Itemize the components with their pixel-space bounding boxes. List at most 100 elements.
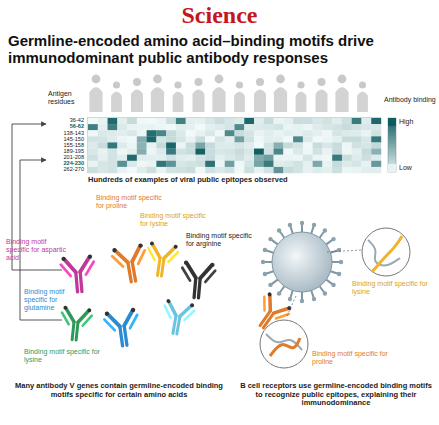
heatmap-cell bbox=[303, 118, 313, 124]
heatmap-cell bbox=[205, 130, 215, 136]
heatmap-cell bbox=[293, 155, 303, 161]
heatmap-cell bbox=[156, 136, 166, 142]
heatmap-cell bbox=[137, 124, 147, 130]
heatmap-cell bbox=[244, 136, 254, 142]
heatmap-cell bbox=[147, 149, 157, 155]
person-body bbox=[131, 90, 143, 113]
heatmap-cell bbox=[313, 130, 323, 136]
person-head bbox=[297, 81, 304, 88]
heatmap-cell bbox=[88, 124, 98, 130]
heatmap-cell bbox=[274, 161, 284, 167]
heatmap-cell bbox=[137, 167, 147, 173]
heatmap-cell bbox=[332, 167, 342, 173]
heatmap-cell bbox=[166, 118, 176, 124]
heatmap-cell bbox=[361, 142, 371, 148]
heatmap-cell bbox=[303, 142, 313, 148]
heatmap-cell bbox=[235, 155, 245, 161]
heatmap-cell bbox=[88, 167, 98, 173]
heatmap-cell bbox=[98, 130, 108, 136]
residue-label: 224-230 bbox=[50, 161, 84, 167]
heatmap-cell bbox=[225, 155, 235, 161]
heatmap-cell bbox=[176, 142, 186, 148]
heatmap-cell bbox=[274, 130, 284, 136]
heatmap-cell bbox=[215, 136, 225, 142]
heatmap-cell bbox=[322, 167, 332, 173]
heatmap-cell bbox=[322, 161, 332, 167]
person-body bbox=[89, 87, 102, 112]
heatmap-cell bbox=[235, 118, 245, 124]
heatmap-cell bbox=[108, 142, 118, 148]
text-label: Binding motif specific for lysine bbox=[352, 280, 436, 296]
heatmap-cell bbox=[166, 142, 176, 148]
heatmap-cell bbox=[108, 167, 118, 173]
person-head bbox=[215, 75, 224, 84]
heatmap-cell bbox=[117, 155, 127, 161]
residue-label: 262-270 bbox=[50, 167, 84, 173]
heatmap-cell bbox=[137, 142, 147, 148]
heatmap-cell bbox=[352, 161, 362, 167]
heatmap-cell bbox=[254, 118, 264, 124]
heatmap-cell bbox=[322, 149, 332, 155]
person-head bbox=[133, 78, 141, 86]
heatmap-cell bbox=[361, 149, 371, 155]
heatmap-cell bbox=[293, 124, 303, 130]
journal-logo: Science bbox=[0, 2, 439, 30]
heatmap-cell bbox=[108, 118, 118, 124]
heatmap-cell bbox=[313, 161, 323, 167]
inset-details bbox=[266, 236, 402, 356]
heatmap-cell bbox=[361, 136, 371, 142]
residue-label: 145-150 bbox=[50, 137, 84, 143]
person-body bbox=[193, 90, 205, 113]
heatmap-cell bbox=[117, 167, 127, 173]
heatmap-cell bbox=[186, 124, 196, 130]
heatmap-cell bbox=[322, 142, 332, 148]
heatmap-cell bbox=[371, 130, 381, 136]
heatmap-cell bbox=[225, 149, 235, 155]
heatmap-cell bbox=[127, 167, 137, 173]
heatmap-cell bbox=[195, 149, 205, 155]
heatmap-cell bbox=[117, 130, 127, 136]
heatmap-cell bbox=[127, 155, 137, 161]
antibody bbox=[111, 243, 150, 284]
person-body bbox=[316, 90, 328, 113]
heatmap-cell bbox=[244, 142, 254, 148]
legend-swatch bbox=[388, 118, 396, 126]
antibody bbox=[59, 306, 92, 342]
person-head bbox=[256, 78, 264, 86]
heatmap-cell bbox=[235, 136, 245, 142]
text-label: Binding motif specific for aspartic acid bbox=[6, 238, 66, 262]
heatmap bbox=[88, 118, 381, 173]
heatmap-cell bbox=[332, 124, 342, 130]
heatmap-cell bbox=[147, 161, 157, 167]
heatmap-cell bbox=[215, 167, 225, 173]
heatmap-cell bbox=[137, 161, 147, 167]
heatmap-cell bbox=[254, 142, 264, 148]
heatmap-cell bbox=[215, 124, 225, 130]
heatmap-cell bbox=[361, 167, 371, 173]
heatmap-cell bbox=[88, 149, 98, 155]
heatmap-cell bbox=[88, 130, 98, 136]
heatmap-cell bbox=[117, 161, 127, 167]
heatmap-cell bbox=[254, 130, 264, 136]
heatmap-cell bbox=[88, 155, 98, 161]
text-label: Binding motif specific for proline bbox=[312, 350, 396, 366]
heatmap-cell bbox=[274, 155, 284, 161]
heatmap-cell bbox=[195, 136, 205, 142]
heatmap-cell bbox=[322, 118, 332, 124]
heatmap-cell bbox=[332, 136, 342, 142]
heatmap-cell bbox=[98, 161, 108, 167]
heatmap-cell bbox=[205, 161, 215, 167]
heatmap-cell bbox=[332, 155, 342, 161]
heatmap-cell bbox=[186, 167, 196, 173]
lysine-inset bbox=[362, 228, 410, 276]
heatmap-cell bbox=[264, 142, 274, 148]
person-head bbox=[318, 78, 326, 86]
heatmap-cell bbox=[205, 167, 215, 173]
heatmap-cell bbox=[127, 136, 137, 142]
heatmap-cell bbox=[283, 155, 293, 161]
heatmap-cell bbox=[235, 142, 245, 148]
heatmap-cell bbox=[127, 149, 137, 155]
heatmap-cell bbox=[225, 136, 235, 142]
text-label: Antibody binding bbox=[384, 96, 436, 104]
heatmap-cell bbox=[352, 130, 362, 136]
